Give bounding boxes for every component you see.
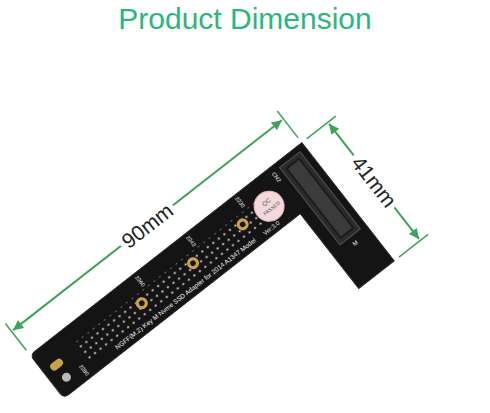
page-title: Product Dimension — [0, 2, 490, 36]
dimension-label: 41mm — [345, 148, 404, 215]
